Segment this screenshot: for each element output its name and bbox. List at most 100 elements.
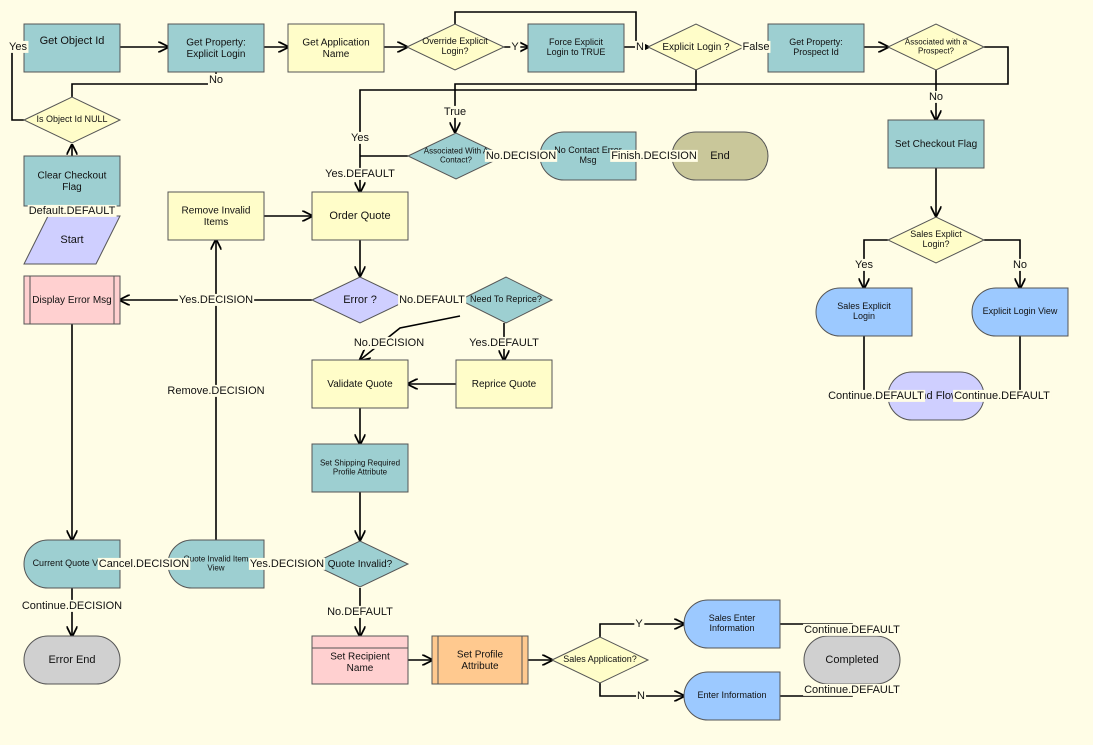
node-label: Current Quote View — [33, 558, 112, 568]
node-get-property-prospect-id[interactable]: Get Property:Prospect Id — [767, 23, 865, 73]
node-set-checkout-flag[interactable]: Set Checkout Flag — [887, 119, 985, 169]
edge-label-background — [635, 40, 646, 53]
edge-label-false: False — [743, 41, 770, 53]
node-start[interactable]: Start — [23, 215, 121, 265]
node-label-line: Login to TRUE — [547, 48, 606, 58]
edge-label-y: Y — [511, 41, 519, 53]
node-label-line: View — [207, 564, 224, 573]
node-explicit-login-view[interactable]: Explicit Login View — [971, 287, 1069, 337]
edge-associated-yes-loop — [455, 46, 1009, 132]
node-end[interactable]: End — [671, 131, 769, 181]
node-label-line: Explicit Login View — [983, 306, 1058, 316]
edge-label-yes: Yes — [9, 41, 27, 53]
edge-label-background — [248, 557, 326, 570]
node-label: Get Property:Explicit Login — [186, 37, 245, 60]
edge-label-background — [741, 40, 771, 53]
node-completed[interactable]: Completed — [803, 635, 901, 685]
edge-label-yes-decision: Yes.DECISION — [250, 558, 324, 570]
edge-label-remove-decision: Remove.DECISION — [167, 385, 264, 397]
node-get-object-id[interactable]: Get Object Id — [23, 23, 121, 73]
edge-label-background — [484, 149, 558, 162]
decision-sales-application[interactable]: Sales Application? — [550, 636, 650, 684]
node-display-error-msg[interactable]: Display Error Msg — [23, 275, 121, 325]
node-label-line: Associated with a — [905, 38, 968, 47]
node-label-line: Sales Explict — [910, 229, 962, 239]
edge-label-background — [1011, 258, 1029, 271]
edge-label-background — [97, 557, 191, 570]
edge-object-null-yes-to-get-object — [11, 47, 24, 121]
edge-label-layer: Yes No Y N False True No Yes Yes.DEFAULT… — [8, 40, 1052, 702]
node-label-line: Current Quote View — [33, 558, 112, 568]
edge-label-background — [468, 336, 541, 349]
node-label-line: Explicit Login ? — [662, 42, 730, 53]
edge-label-background — [350, 131, 371, 144]
edge-explicit-true-to-contact — [360, 70, 697, 192]
decision-quote-invalid[interactable]: Quote Invalid? — [310, 540, 410, 588]
node-enter-information[interactable]: Enter Information — [683, 671, 781, 721]
node-reprice-quote[interactable]: Reprice Quote — [455, 359, 553, 409]
node-error-end[interactable]: Error End — [23, 635, 121, 685]
edge-sales-explicit-yes — [864, 239, 888, 288]
node-label-line: Quote Invalid Item — [184, 555, 249, 564]
node-label-line: Error ? — [343, 294, 377, 306]
decision-is-object-id-null[interactable]: Is Object Id NULL — [22, 96, 122, 144]
node-label-line: Msg — [579, 156, 596, 166]
node-label-line: Validate Quote — [327, 379, 393, 390]
node-validate-quote[interactable]: Validate Quote — [311, 359, 409, 409]
decision-explicit-login[interactable]: Explicit Login ? — [646, 23, 746, 71]
node-label-line: Need To Reprice? — [470, 294, 542, 304]
node-end-flow[interactable]: End Flow — [887, 371, 985, 421]
edge-label-background — [324, 167, 397, 180]
edge-label-background — [326, 605, 395, 618]
node-label-line: Error End — [48, 654, 95, 666]
edge-label-yes: Yes — [855, 259, 873, 271]
edge-label-yes-default: Yes.DEFAULT — [469, 337, 539, 349]
edge-label-background — [27, 204, 117, 217]
edge-label-finish-decision: Finish.DECISION — [611, 150, 697, 162]
edge-sales-login-to-end-flow — [863, 336, 888, 396]
edge-label-background — [636, 689, 647, 702]
node-label: Need To Reprice? — [470, 294, 542, 304]
decision-error[interactable]: Error ? — [310, 276, 410, 324]
node-get-property-explicit-login[interactable]: Get Property:Explicit Login — [167, 23, 265, 73]
node-label-line: End — [710, 150, 730, 162]
node-label-line: Start — [60, 234, 83, 246]
edge-label-background — [510, 40, 521, 53]
node-order-quote[interactable]: Order Quote — [311, 191, 409, 241]
node-layer: Get Object Id Get Property:Explicit Logi… — [22, 23, 1069, 721]
node-label-line: Name — [347, 662, 374, 673]
node-label-line: Sales Explicit — [837, 301, 891, 311]
node-label-line: Is Object Id NULL — [36, 114, 107, 124]
node-label-line: Set Profile — [457, 649, 504, 660]
edge-label-no-decision: No.DECISION — [486, 150, 556, 162]
node-label: Completed — [825, 654, 878, 666]
node-current-quote-view[interactable]: Current Quote View — [23, 539, 121, 589]
decision-need-to-reprice[interactable]: Need To Reprice? — [458, 276, 554, 324]
edge-label-background — [442, 105, 468, 118]
edge-label-background — [352, 336, 426, 349]
edge-label-yes: Yes — [351, 132, 369, 144]
node-label-line: No Contact Error — [554, 145, 622, 155]
